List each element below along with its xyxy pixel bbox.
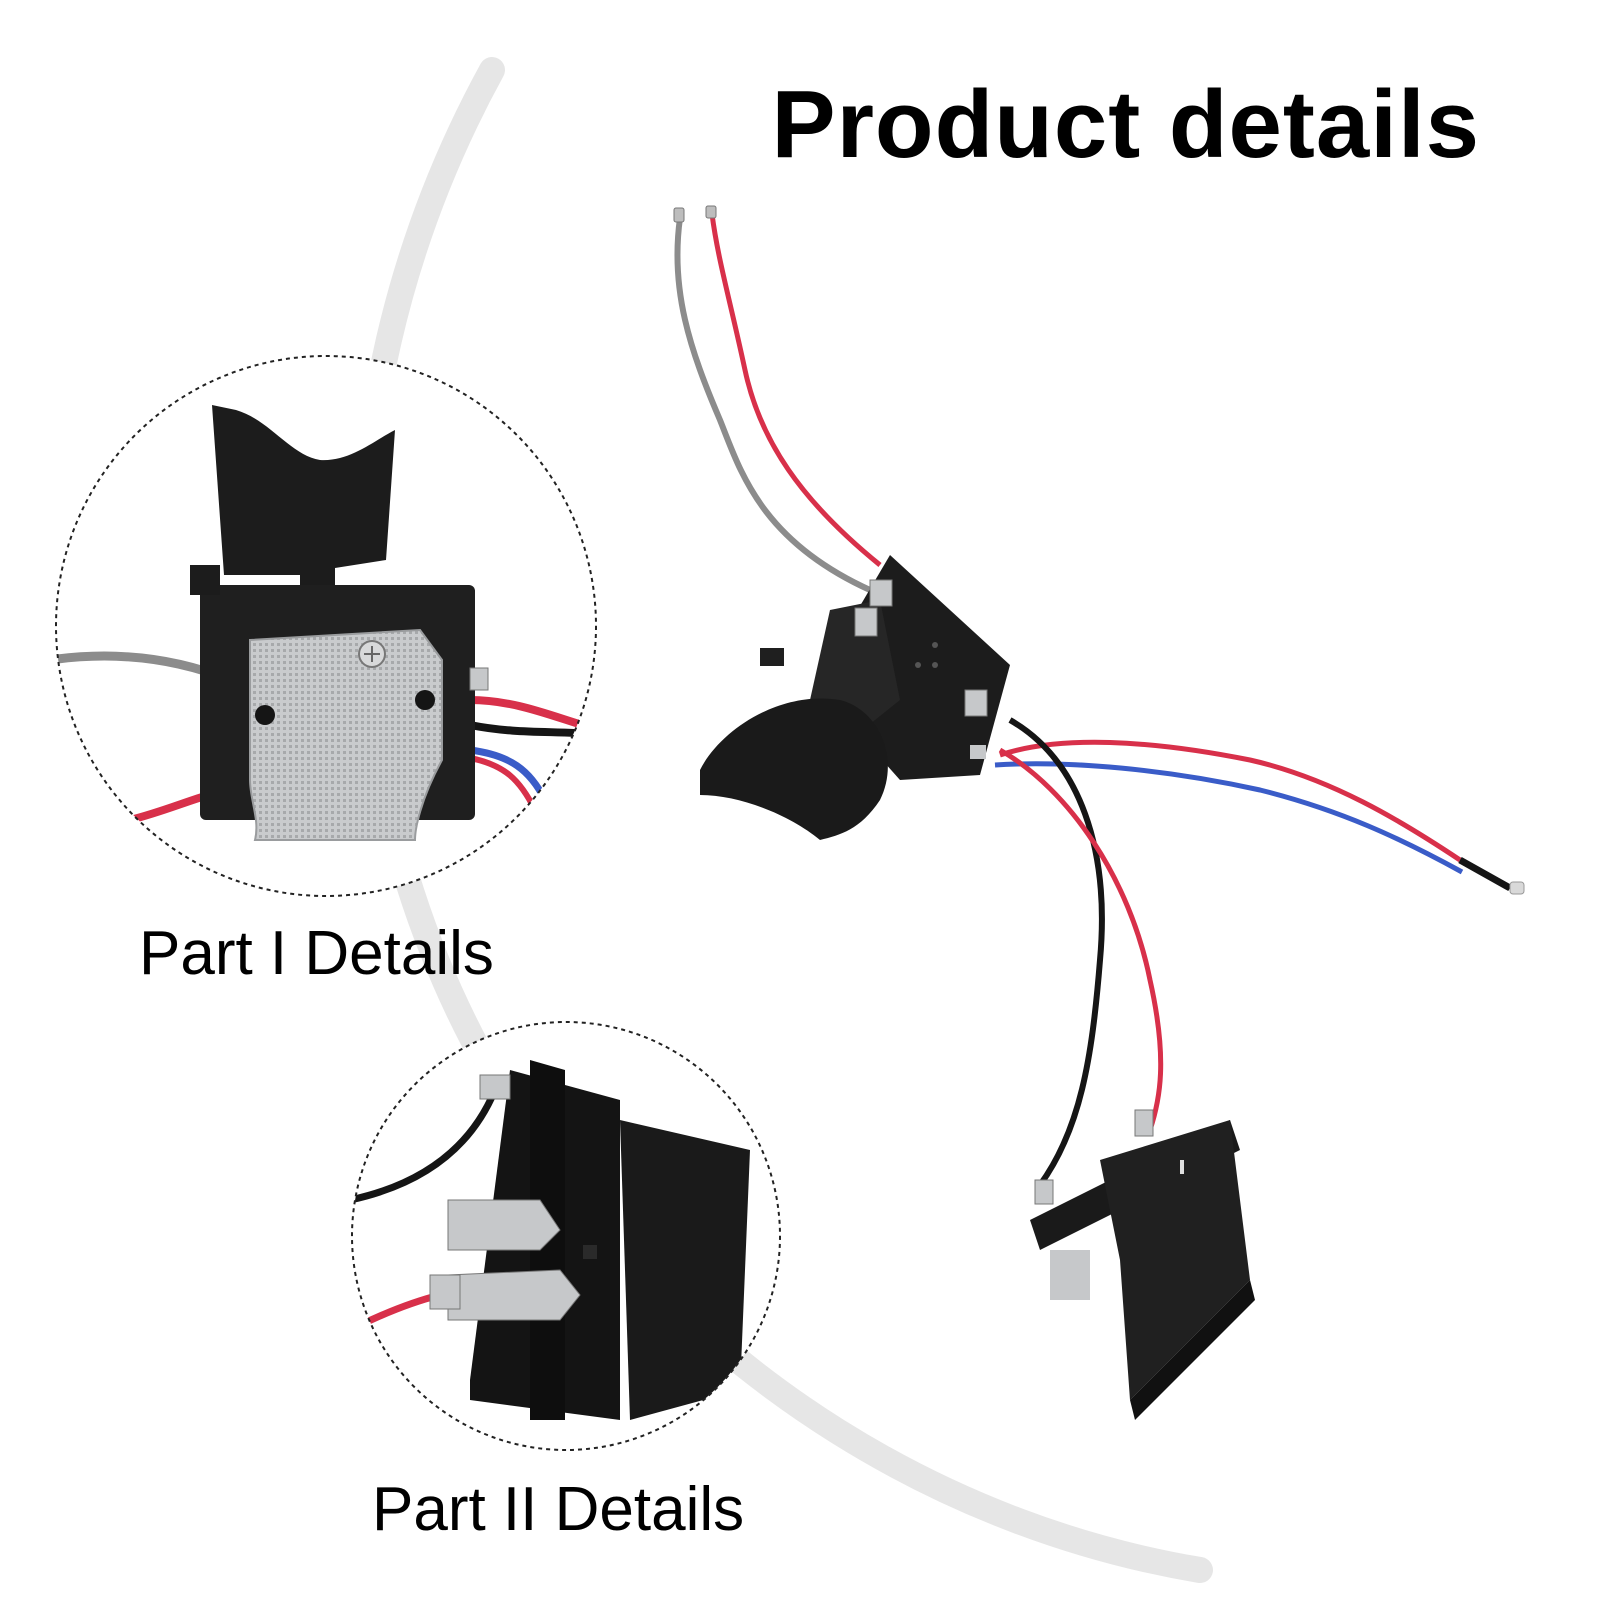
wire-black-lower xyxy=(1008,717,1105,1187)
part-ii-detail-circle xyxy=(351,1021,781,1451)
wire-gray xyxy=(674,217,872,593)
wire-blue-long xyxy=(994,761,1464,875)
part-i-caption: Part I Details xyxy=(139,919,494,988)
part-i-detail-circle xyxy=(55,355,597,897)
wire-red-top xyxy=(709,213,882,567)
battery-terminal-block xyxy=(1030,1109,1255,1420)
part-ii-caption: Part II Details xyxy=(372,1475,745,1544)
page-title: Product details xyxy=(771,71,1480,178)
wire-red-lower xyxy=(998,747,1164,1131)
wire-red-long xyxy=(999,739,1462,863)
trigger-switch xyxy=(700,555,1010,840)
main-product-image xyxy=(673,205,1525,1420)
